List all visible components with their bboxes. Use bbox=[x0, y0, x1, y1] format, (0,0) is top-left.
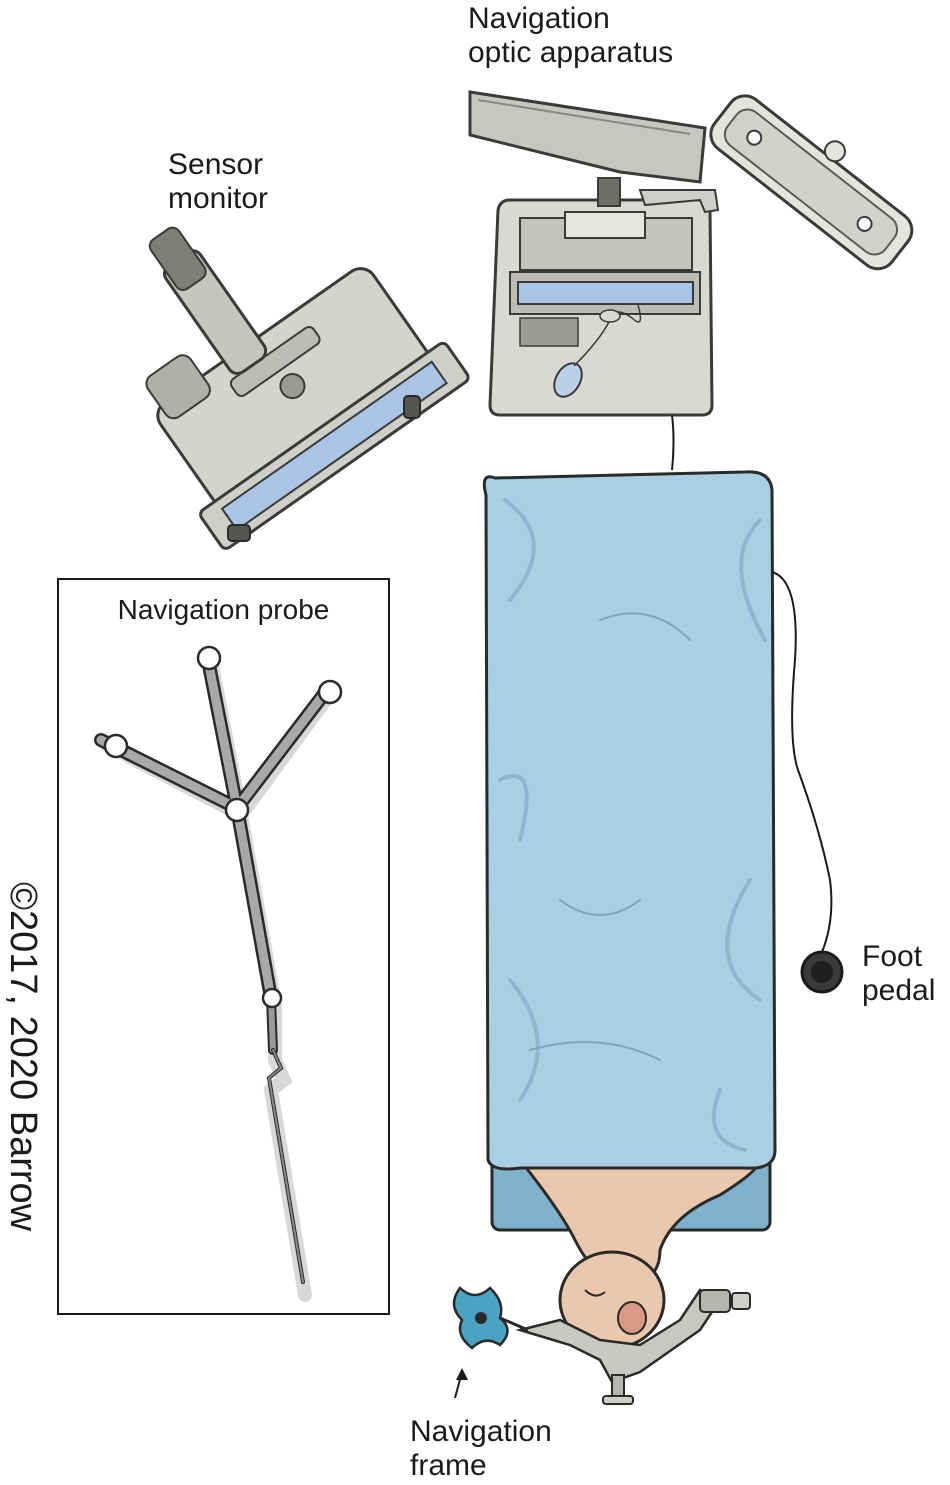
head-holder bbox=[515, 1288, 751, 1405]
label-navigation-frame: Navigation frame bbox=[410, 1415, 552, 1482]
label-navigation-optic-apparatus: Navigation optic apparatus bbox=[468, 2, 674, 69]
sensor-monitor bbox=[145, 226, 470, 550]
navigation-probe-panel: Navigation probe bbox=[57, 578, 390, 1315]
navigation-probe-label: Navigation probe bbox=[117, 594, 330, 625]
label-sensor-monitor: Sensor monitor bbox=[168, 148, 269, 215]
operating-table bbox=[482, 470, 777, 1350]
copyright-notice: ©2017, 2020 Barrow bbox=[2, 882, 44, 1232]
navigation-frame bbox=[452, 1286, 529, 1399]
label-foot-pedal: Foot pedal bbox=[862, 940, 936, 1007]
navigation-optic-apparatus bbox=[468, 90, 914, 471]
foot-pedal bbox=[771, 571, 844, 994]
navigation-probe-illustration bbox=[94, 645, 343, 1302]
